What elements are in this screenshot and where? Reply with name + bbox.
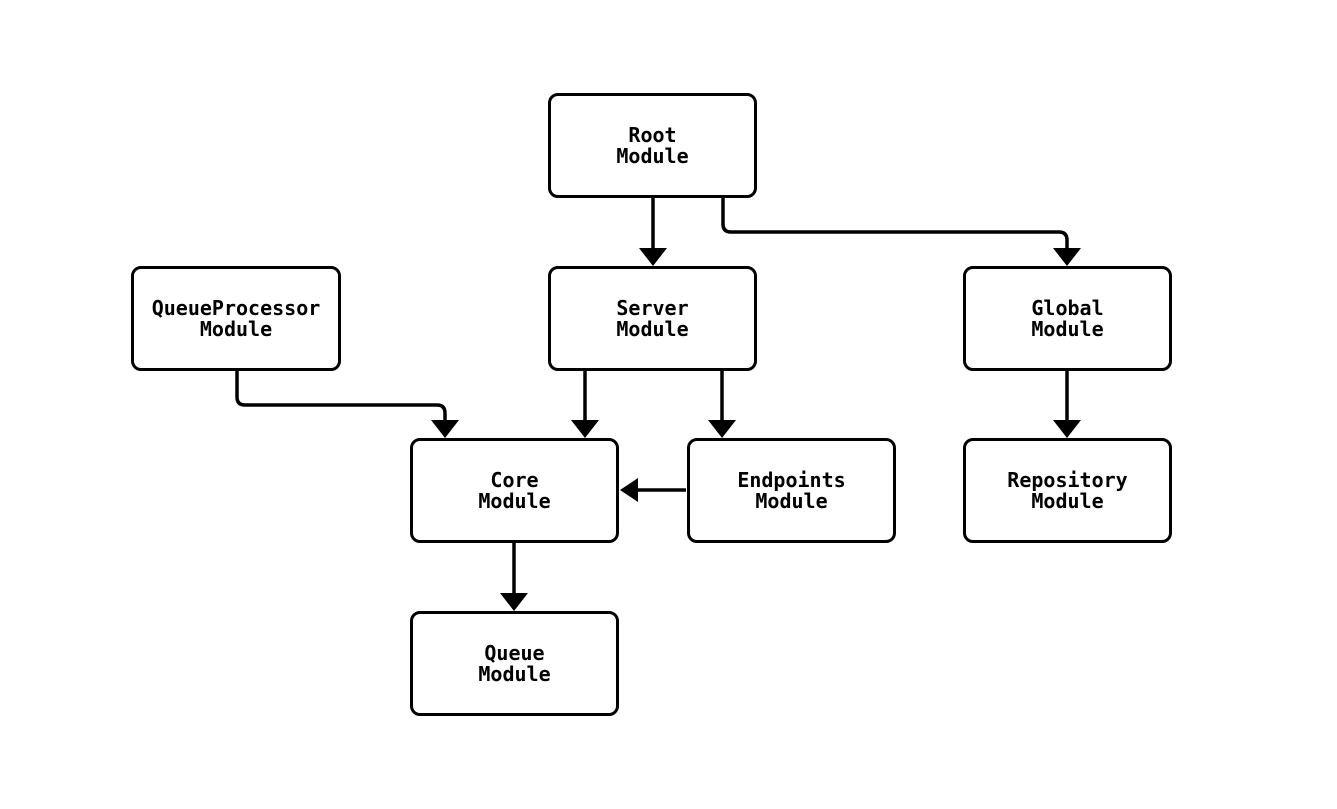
edge-root-to-global bbox=[721, 197, 1069, 251]
arrowhead-queueprocessor-to-core bbox=[431, 420, 459, 438]
arrowhead-core-to-queue bbox=[500, 593, 528, 611]
arrowhead-server-to-core bbox=[571, 420, 599, 438]
arrowhead-endpoints-to-core bbox=[620, 478, 638, 502]
node-global-module: Global Module bbox=[963, 266, 1172, 371]
node-root-module: Root Module bbox=[548, 93, 757, 198]
node-label: Root Module bbox=[616, 122, 689, 168]
node-endpoints-module: Endpoints Module bbox=[687, 438, 896, 543]
arrowhead-root-to-global bbox=[1053, 248, 1081, 266]
arrowhead-global-to-repository bbox=[1053, 420, 1081, 438]
node-label: QueueProcessor Module bbox=[151, 295, 321, 341]
node-repository-module: Repository Module bbox=[963, 438, 1172, 543]
node-label: Repository Module bbox=[1007, 467, 1128, 513]
node-queue-module: Queue Module bbox=[410, 611, 619, 716]
arrowhead-root-to-server bbox=[639, 248, 667, 266]
node-label: Server Module bbox=[616, 295, 689, 341]
node-core-module: Core Module bbox=[410, 438, 619, 543]
node-label: Queue Module bbox=[478, 640, 551, 686]
node-label: Global Module bbox=[1031, 295, 1104, 341]
node-queueprocessor-module: QueueProcessor Module bbox=[131, 266, 341, 371]
arrowhead-server-to-endpoints bbox=[708, 420, 736, 438]
node-server-module: Server Module bbox=[548, 266, 757, 371]
node-label: Core Module bbox=[478, 467, 551, 513]
node-label: Endpoints Module bbox=[737, 467, 846, 513]
edge-queueprocessor-to-core bbox=[235, 370, 447, 423]
